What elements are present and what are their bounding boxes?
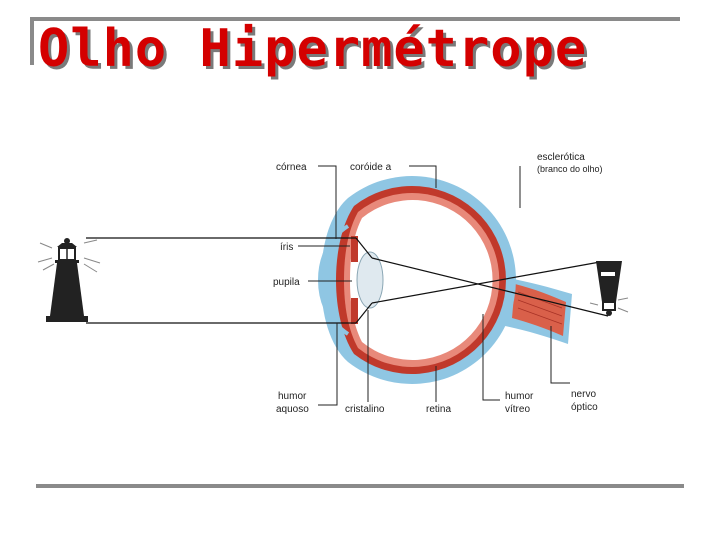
label-aqueous-humour-1: humor [278,391,307,402]
inverted-lighthouse-icon [590,261,628,316]
lighthouse-icon [38,238,100,322]
label-retina: retina [426,404,451,415]
label-pupil: pupila [273,277,300,288]
label-aqueous-humour-2: aquoso [276,404,309,415]
label-optic-nerve-1: nervo [571,389,596,400]
eye-anatomy [320,176,572,384]
label-cornea: córnea [276,162,307,173]
label-vitreous-humour-1: humor [505,391,534,402]
label-optic-nerve-2: óptico [571,402,598,413]
label-sclera: esclerótica [537,152,585,163]
label-choroid: coróide a [350,162,392,173]
label-lens: cristalino [345,404,385,415]
label-vitreous-humour-2: vítreo [505,404,530,415]
label-iris: íris [280,242,293,253]
label-sclera-sub: (branco do olho) [537,164,603,174]
